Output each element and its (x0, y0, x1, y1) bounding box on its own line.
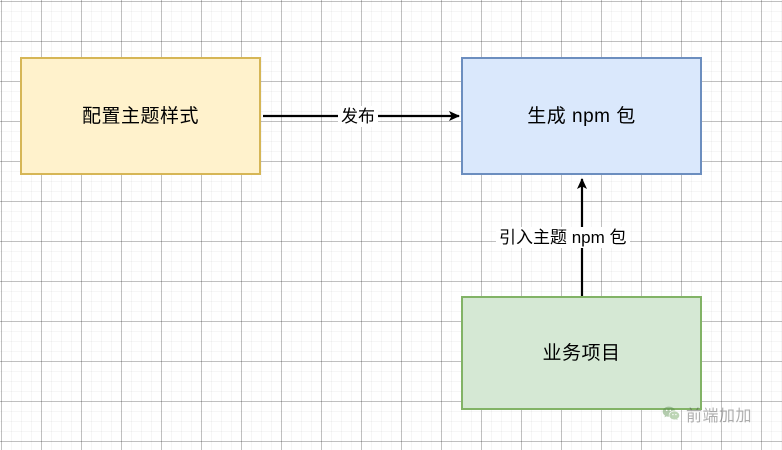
node-business-project-label: 业务项目 (542, 342, 621, 364)
node-config-theme-style-label: 配置主题样式 (81, 105, 199, 127)
wechat-icon (661, 404, 681, 424)
node-generate-npm-package-label: 生成 npm 包 (527, 105, 636, 127)
edge-label-publish: 发布 (338, 106, 378, 127)
node-config-theme-style[interactable]: 配置主题样式 (20, 57, 261, 175)
node-business-project[interactable]: 业务项目 (461, 296, 702, 410)
node-generate-npm-package[interactable]: 生成 npm 包 (461, 57, 702, 175)
edge-label-import: 引入主题 npm 包 (496, 227, 630, 248)
watermark: 前端加加 (661, 402, 752, 426)
watermark-text: 前端加加 (686, 408, 753, 425)
